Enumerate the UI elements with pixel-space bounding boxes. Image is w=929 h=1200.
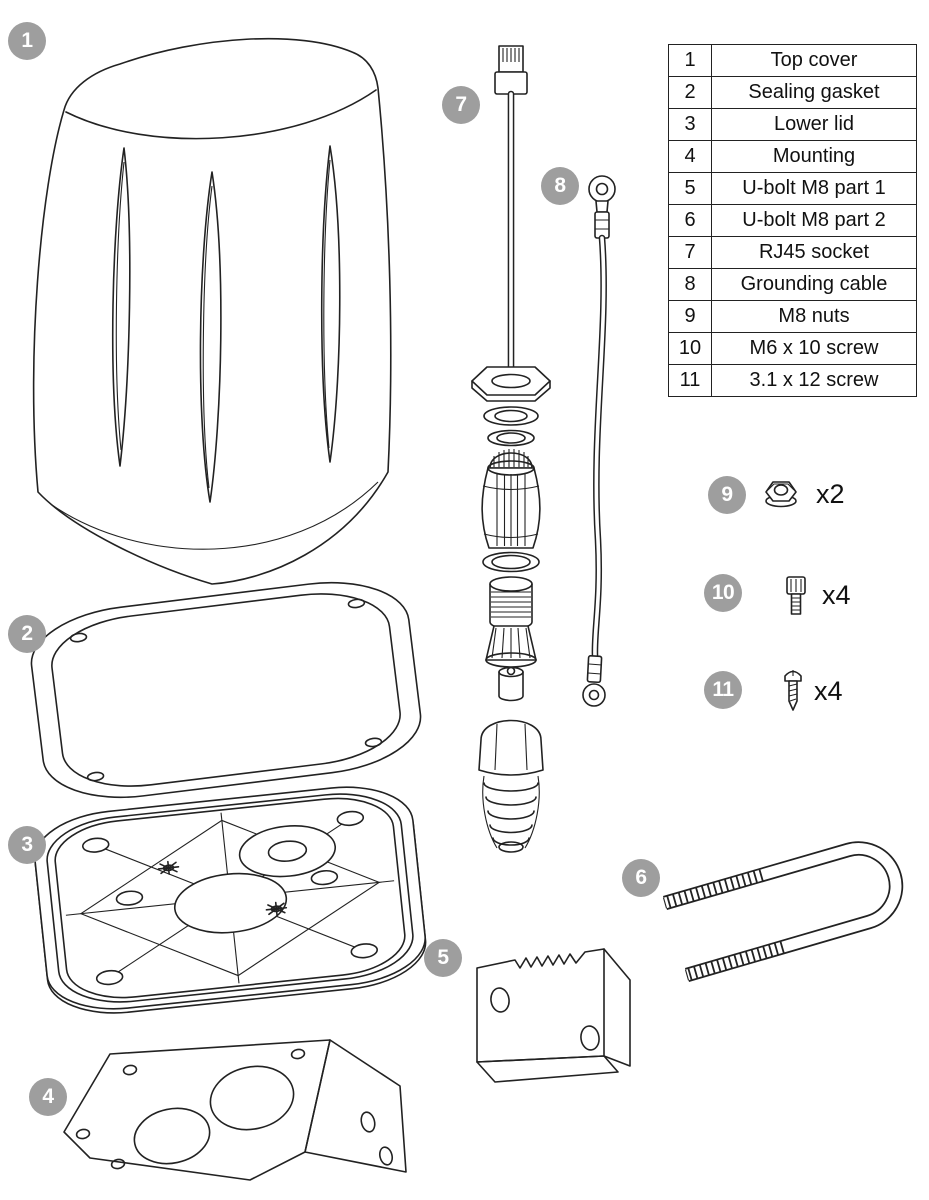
table-row: 1 Top cover (668, 44, 917, 77)
lower-lid-drawing (31, 780, 430, 1020)
mounting-bracket-drawing (63, 1039, 407, 1181)
table-row: 3 Lower lid (668, 108, 917, 141)
tapping-screws-quantity: x4 (814, 676, 843, 706)
part-number: 3 (668, 108, 712, 141)
callout-m8-nuts: 9 (708, 476, 746, 514)
table-row: 4 Mounting (668, 140, 917, 173)
table-row: 5 U-bolt M8 part 1 (668, 172, 917, 205)
part-name: Top cover (711, 44, 917, 77)
part-name: Lower lid (711, 108, 917, 141)
part-name: Sealing gasket (711, 76, 917, 109)
m8-nuts-quantity: x2 (816, 479, 845, 509)
table-row: 2 Sealing gasket (668, 76, 917, 109)
table-row: 11 3.1 x 12 screw (668, 364, 917, 397)
part-number: 8 (668, 268, 712, 301)
sealing-gasket-drawing (26, 573, 426, 808)
tapping-screw-icon (784, 670, 802, 711)
m6-screws-quantity: x4 (822, 580, 851, 610)
part-name: M6 x 10 screw (711, 332, 917, 365)
callout-top-cover: 1 (8, 22, 46, 60)
callout-lower-lid: 3 (8, 826, 46, 864)
part-number: 9 (668, 300, 712, 333)
callout-grounding-cable: 8 (541, 167, 579, 205)
m6-screw-icon (786, 576, 806, 615)
part-number: 4 (668, 140, 712, 173)
grounding-cable-drawing (582, 175, 616, 707)
part-number: 5 (668, 172, 712, 205)
parts-table: 1 Top cover 2 Sealing gasket 3 Lower lid… (668, 44, 917, 397)
part-name: Grounding cable (711, 268, 917, 301)
u-bolt-drawing (662, 841, 904, 982)
top-cover-drawing (32, 37, 392, 585)
part-number: 11 (668, 364, 712, 397)
callout-tapping-screws: 11 (704, 671, 742, 709)
table-row: 7 RJ45 socket (668, 236, 917, 269)
part-name: U-bolt M8 part 2 (711, 204, 917, 237)
part-number: 2 (668, 76, 712, 109)
callout-mounting: 4 (29, 1078, 67, 1116)
m8-nut-icon (765, 481, 797, 508)
table-row: 9 M8 nuts (668, 300, 917, 333)
part-number: 10 (668, 332, 712, 365)
part-name: 3.1 x 12 screw (711, 364, 917, 397)
part-name: U-bolt M8 part 1 (711, 172, 917, 205)
part-name: M8 nuts (711, 300, 917, 333)
callout-m6-screws: 10 (704, 574, 742, 612)
callout-u-bolt-part-2: 6 (622, 859, 660, 897)
part-number: 1 (668, 44, 712, 77)
callout-u-bolt-part-1: 5 (424, 939, 462, 977)
rj45-socket-assembly-drawing (471, 45, 551, 853)
part-number: 7 (668, 236, 712, 269)
callout-rj45-socket: 7 (442, 86, 480, 124)
part-number: 6 (668, 204, 712, 237)
part-name: RJ45 socket (711, 236, 917, 269)
u-bolt-clamp-drawing (476, 948, 631, 1083)
part-name: Mounting (711, 140, 917, 173)
table-row: 6 U-bolt M8 part 2 (668, 204, 917, 237)
table-row: 10 M6 x 10 screw (668, 332, 917, 365)
table-row: 8 Grounding cable (668, 268, 917, 301)
callout-sealing-gasket: 2 (8, 615, 46, 653)
